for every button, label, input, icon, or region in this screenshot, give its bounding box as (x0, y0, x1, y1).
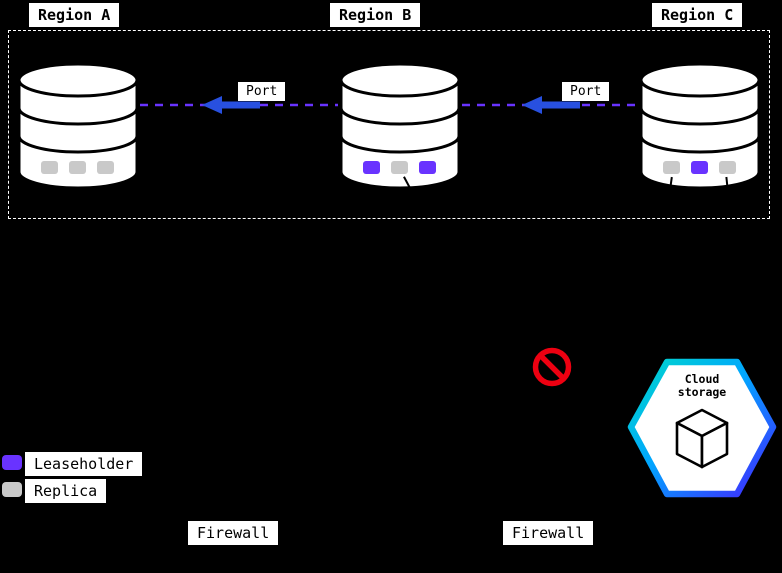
replica-indicator (41, 161, 58, 174)
arrow-head-icon (202, 96, 222, 114)
legend-leaseholder-label: Leaseholder (25, 452, 143, 476)
database-cylinder-region-c (639, 62, 761, 190)
cluster-boundary (8, 30, 770, 219)
region-c-label: Region C (652, 3, 743, 27)
arrow-shaft (220, 101, 260, 109)
port-label-2: Port (562, 82, 610, 101)
arrow-shaft (540, 101, 580, 109)
cloud-storage-label-line2: storage (678, 385, 727, 399)
leaseholder-indicator (419, 161, 436, 174)
replica-indicator (69, 161, 86, 174)
region-b-label: Region B (330, 3, 421, 27)
legend-replica-label: Replica (25, 479, 107, 503)
leaseholder-indicator (363, 161, 380, 174)
replica-indicator (719, 161, 736, 174)
database-cylinder-region-a (17, 62, 139, 190)
database-cylinder-region-b (339, 62, 461, 190)
replication-link-a-b (140, 96, 338, 114)
replica-indicator (391, 161, 408, 174)
firewall-label-1: Firewall (188, 521, 279, 545)
replica-indicator (97, 161, 114, 174)
region-a-label: Region A (29, 3, 120, 27)
replication-link-b-c (462, 96, 638, 114)
cloud-storage-label-line1: Cloud (685, 372, 720, 386)
storage-cube-icon (675, 408, 729, 469)
leaseholder-indicator (691, 161, 708, 174)
cloud-storage: Cloud storage (627, 358, 777, 498)
replica-swatch (2, 482, 22, 497)
firewall-label-2: Firewall (503, 521, 594, 545)
leaseholder-swatch (2, 455, 22, 470)
replica-indicator (663, 161, 680, 174)
prohibited-icon (532, 347, 572, 387)
port-label-1: Port (238, 82, 286, 101)
arrow-head-icon (522, 96, 542, 114)
